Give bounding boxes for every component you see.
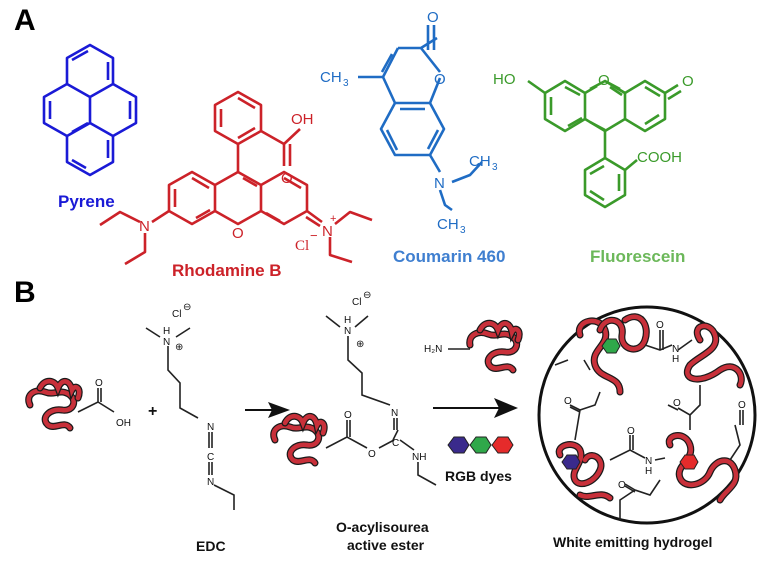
intermediate-label-line1: O-acylisourea — [336, 519, 429, 535]
coumarin-o-ring: O — [434, 71, 446, 88]
coumarin-n: N — [434, 175, 445, 192]
intermediate-structure — [270, 315, 437, 486]
dye-green-hexagon — [469, 436, 492, 454]
intermediate-o-ester: O — [368, 449, 376, 460]
hydrogel-amide-o-3: O — [564, 396, 572, 407]
coumarin-ch3-left-sub: 3 — [343, 78, 349, 89]
dye-red-hexagon — [491, 436, 514, 454]
protein-carboxylic-acid — [25, 377, 115, 432]
intermediate-n-imine: N — [391, 408, 398, 419]
rgb-dye-hexagons — [447, 436, 514, 454]
edc-h: H — [163, 326, 170, 337]
hydrogel-amide-o-2: O — [627, 426, 635, 437]
fluorescein-ho: HO — [493, 71, 516, 88]
edc-cl: Cl — [172, 309, 181, 320]
hydrogel-amide-o-4: O — [673, 398, 681, 409]
fluorescein-structure — [527, 79, 682, 209]
embedded-blue-dye — [561, 454, 581, 470]
fluorescein-cooh: COOH — [637, 149, 682, 166]
rhodamine-b-structure — [99, 90, 373, 266]
edc-structure — [145, 327, 235, 510]
intermediate-nh: NH — [412, 452, 426, 463]
embedded-red-dye — [679, 454, 699, 470]
panel-label-b: B — [14, 276, 36, 309]
coumarin-460-label: Coumarin 460 — [393, 247, 505, 266]
coumarin-ch3-b-sub: 3 — [460, 225, 466, 236]
intermediate-n: N — [344, 326, 351, 337]
intermediate-h: H — [344, 315, 351, 326]
rhodamine-plus: + — [330, 213, 336, 225]
edc-cl-minus: ⊖ — [183, 302, 191, 313]
coumarin-ch3-a: CH — [469, 153, 491, 170]
edc-n2: N — [207, 477, 214, 488]
acid-o: O — [95, 378, 103, 389]
hydrogel-amide-h-2: H — [645, 466, 652, 477]
coumarin-ch3-b: CH — [437, 216, 459, 233]
rhodamine-cl: Cl — [295, 238, 309, 254]
rhodamine-n-left: N — [139, 218, 150, 235]
edc-n-plus: ⊕ — [175, 342, 183, 353]
intermediate-c: C — [392, 438, 399, 449]
fluorescein-o-ring: O — [598, 72, 610, 89]
dye-blue-hexagon — [447, 436, 470, 454]
protein-icon — [466, 319, 523, 374]
coumarin-460-structure — [358, 25, 483, 212]
protein-icon — [270, 412, 328, 467]
rgb-dyes-label: RGB dyes — [445, 468, 512, 484]
rhodamine-minus: − — [310, 228, 318, 243]
pyrene-label: Pyrene — [58, 192, 115, 211]
intermediate-o: O — [344, 410, 352, 421]
coumarin-ch3-left: CH — [320, 69, 342, 86]
hydrogel-network — [537, 305, 757, 525]
rhodamine-o-carbonyl: O — [281, 170, 293, 187]
hydrogel-amide-n: N — [672, 344, 679, 355]
intermediate-cl: Cl — [352, 297, 361, 308]
amine-h2n: H₂N — [424, 344, 442, 355]
pyrene-structure — [42, 43, 138, 177]
rhodamine-o-ring: O — [232, 225, 244, 242]
hydrogel-label: White emitting hydrogel — [553, 534, 712, 550]
acid-oh: OH — [116, 418, 131, 429]
fluorescein-o-ketone: O — [682, 73, 694, 90]
reaction-arrow-2 — [433, 398, 518, 418]
rhodamine-b-label: Rhodamine B — [172, 261, 282, 280]
plus-sign: + — [148, 403, 157, 420]
intermediate-cl-minus: ⊖ — [363, 290, 371, 301]
embedded-green-dye — [601, 338, 621, 354]
intermediate-label-line2: active ester — [347, 537, 425, 553]
hydrogel-amide-o-5: O — [738, 400, 746, 411]
reaction-arrow-1 — [245, 402, 290, 418]
edc-c: C — [207, 452, 214, 463]
rhodamine-n-right: N — [322, 223, 333, 240]
coumarin-o-carbonyl: O — [427, 9, 439, 26]
edc-n: N — [163, 337, 170, 348]
rhodamine-oh: OH — [291, 111, 314, 128]
panel-label-a: A — [14, 4, 36, 37]
intermediate-n-plus: ⊕ — [356, 339, 364, 350]
hydrogel-amide-n-2: N — [645, 456, 652, 467]
hydrogel-amide-o: O — [656, 320, 664, 331]
protein-icon — [25, 377, 83, 432]
amine-protein — [448, 319, 523, 374]
coumarin-ch3-a-sub: 3 — [492, 162, 498, 173]
fluorescein-label: Fluorescein — [590, 247, 685, 266]
edc-n1: N — [207, 422, 214, 433]
edc-label: EDC — [196, 538, 226, 554]
hydrogel-amide-h: H — [672, 354, 679, 365]
hydrogel-amide-o-6: O — [618, 480, 626, 491]
